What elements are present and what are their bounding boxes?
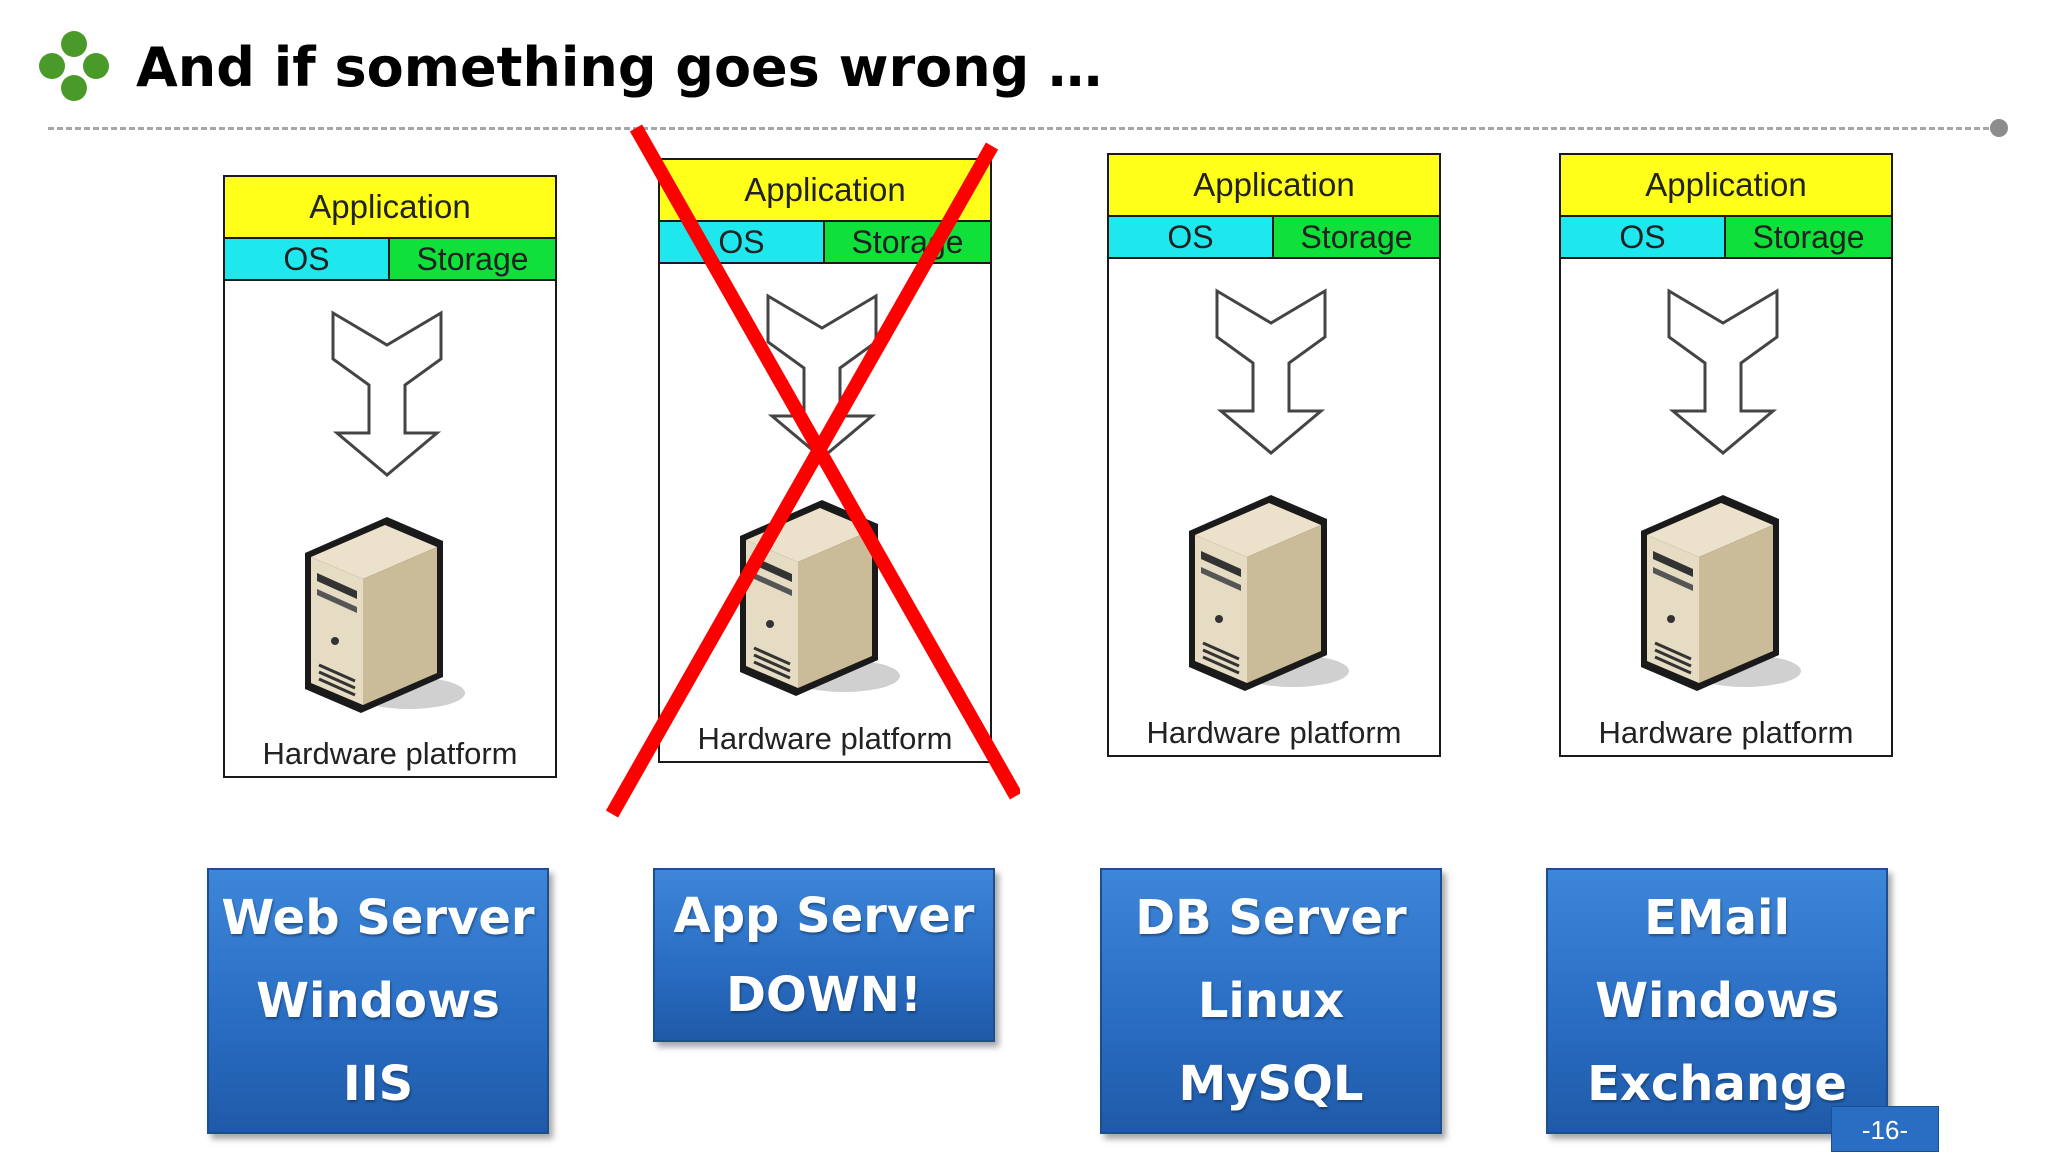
server-os-label: Windows	[256, 972, 500, 1029]
green-clover-bullet-icon	[39, 31, 109, 101]
server-os-label: Linux	[1197, 972, 1345, 1029]
slide-title: And if something goes wrong …	[136, 36, 1103, 99]
server-tower-icon	[1189, 495, 1349, 691]
down-arrow-icon	[331, 310, 443, 477]
server-status-label: DOWN!	[726, 966, 922, 1023]
server-role-label: EMail	[1644, 889, 1790, 946]
server-tower-icon	[305, 517, 465, 713]
failure-cross-icon	[605, 124, 1020, 818]
server-box-web: Web Server Windows IIS	[207, 868, 549, 1134]
server-box-app: App Server DOWN!	[653, 868, 995, 1042]
server-box-email: EMail Windows Exchange	[1546, 868, 1888, 1134]
layer-storage: Storage	[390, 239, 555, 281]
layer-hardware-label: Hardware platform	[1146, 715, 1402, 750]
server-software-label: IIS	[342, 1056, 414, 1113]
title-divider	[48, 127, 1998, 130]
server-software-label: Exchange	[1587, 1056, 1847, 1113]
layer-application: Application	[225, 177, 555, 239]
layer-storage: Storage	[1274, 217, 1439, 259]
layer-storage: Storage	[1726, 217, 1891, 259]
divider-end-dot	[1990, 119, 2008, 137]
layer-hardware-label: Hardware platform	[262, 736, 518, 771]
server-software-label: MySQL	[1178, 1056, 1364, 1113]
server-role-label: App Server	[673, 887, 975, 944]
stack-email: Application OS Storage Hardware platform	[1559, 153, 1893, 757]
page-number: -16-	[1831, 1106, 1939, 1152]
server-tower-icon	[740, 500, 900, 696]
layer-application: Application	[1109, 155, 1439, 217]
layer-os: OS	[1109, 217, 1274, 259]
layer-hardware-label: Hardware platform	[697, 721, 953, 756]
layer-os: OS	[1561, 217, 1726, 259]
down-arrow-icon	[1667, 288, 1779, 455]
stack-web: Application OS Storage Hardware platform	[223, 175, 557, 778]
server-role-label: DB Server	[1135, 889, 1407, 946]
server-os-label: Windows	[1595, 972, 1839, 1029]
down-arrow-icon	[1215, 288, 1327, 455]
layer-hardware-label: Hardware platform	[1598, 715, 1854, 750]
server-role-label: Web Server	[221, 889, 535, 946]
stack-db: Application OS Storage Hardware platform	[1107, 153, 1441, 757]
server-box-db: DB Server Linux MySQL	[1100, 868, 1442, 1134]
layer-application: Application	[1561, 155, 1891, 217]
layer-os: OS	[225, 239, 390, 281]
layer-application: Application	[660, 160, 990, 222]
server-tower-icon	[1641, 495, 1801, 691]
